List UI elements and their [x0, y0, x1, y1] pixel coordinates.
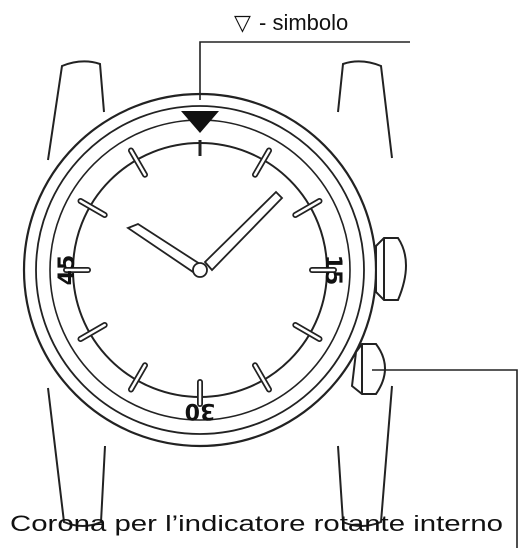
- bezel-outer-ring: [35, 105, 365, 435]
- triangle-symbol-label: - simbolo: [259, 10, 348, 35]
- crown-label: Corona per l’indicatore rotante interno: [10, 511, 503, 536]
- hour-marker-fill: [294, 323, 321, 341]
- hour-marker-fill: [79, 323, 106, 341]
- crown-inner-indicator: [350, 343, 386, 395]
- crown-top: [375, 237, 407, 301]
- hour-marker-fill: [294, 199, 321, 217]
- watch-lugs: [47, 60, 393, 527]
- watch-hands: [126, 190, 284, 278]
- callout-lines: [199, 41, 518, 548]
- hour-marker-fill: [129, 149, 147, 176]
- hour-marker-fill: [79, 199, 106, 217]
- hour-marker-fill: [253, 149, 271, 176]
- triangle-marker-icon: [181, 111, 219, 133]
- triangle-symbol-glyph: ▽: [234, 10, 251, 35]
- hour-marker-fill: [129, 364, 147, 391]
- bezel-numeral-15: 15: [320, 255, 345, 286]
- bezel-numeral-45: 45: [55, 255, 80, 286]
- hour-marker-fill: [253, 364, 271, 391]
- hour-markers: [63, 140, 337, 407]
- bezel-numeral-30: 30: [185, 398, 216, 423]
